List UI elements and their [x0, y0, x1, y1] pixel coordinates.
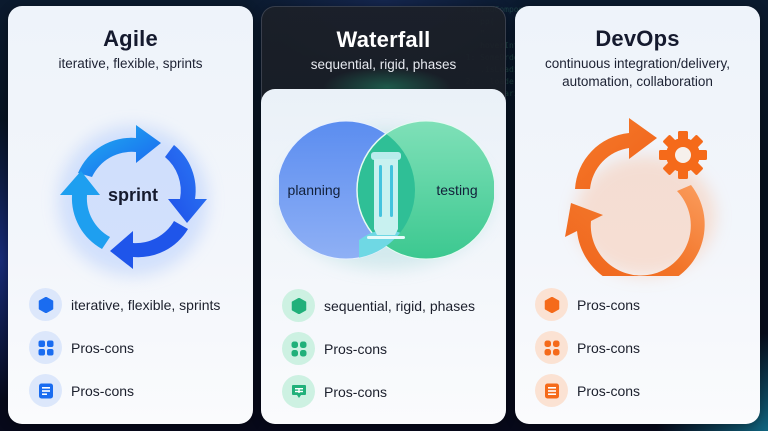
hexagon-icon — [544, 296, 559, 313]
document-icon — [38, 383, 53, 398]
sprint-label: sprint — [108, 185, 158, 205]
chat-icon — [291, 384, 306, 398]
waterfall-card: Waterfall sequential, rigid, phases — [261, 6, 506, 424]
gear-icon — [659, 131, 707, 179]
planning-label: planning — [288, 182, 341, 198]
grid-icon — [38, 340, 53, 355]
agile-subtitle: iterative, flexible, sprints — [58, 56, 203, 71]
list-item: Pros-cons — [282, 370, 475, 413]
grid-icon — [291, 341, 306, 356]
list-item: iterative, flexible, sprints — [29, 283, 220, 326]
devops-cycle-icon — [565, 118, 707, 276]
list-icon — [544, 383, 559, 398]
list-item: Pros-cons — [29, 369, 220, 412]
list-item: Pros-cons — [29, 326, 220, 369]
list-item: Pros-cons — [535, 283, 640, 326]
waterfall-title: Waterfall — [336, 27, 431, 52]
sprint-cycle-icon: sprint — [60, 125, 207, 269]
list-item: sequential, rigid, phases — [282, 284, 475, 327]
devops-title: DevOps — [595, 26, 680, 51]
list-item: Pros-cons — [282, 327, 475, 370]
waterfall-pillar-icon — [367, 152, 405, 239]
hexagon-icon — [38, 296, 53, 313]
agile-card: Agile iterative, flexible, sprints sprin… — [8, 6, 253, 424]
grid-icon — [544, 340, 559, 355]
devops-card: DevOps continuous integration/delivery, … — [515, 6, 760, 424]
testing-label: testing — [436, 182, 477, 198]
list-item: Pros-cons — [535, 326, 640, 369]
list-item: Pros-cons — [535, 369, 640, 412]
hexagon-icon — [291, 297, 306, 314]
waterfall-subtitle: sequential, rigid, phases — [310, 57, 457, 72]
agile-title: Agile — [103, 26, 158, 51]
venn-diagram: planning testing — [279, 120, 494, 260]
devops-subtitle: continuous integration/delivery, automat… — [544, 56, 731, 89]
waterfall-panel: planning testing — [261, 89, 506, 424]
